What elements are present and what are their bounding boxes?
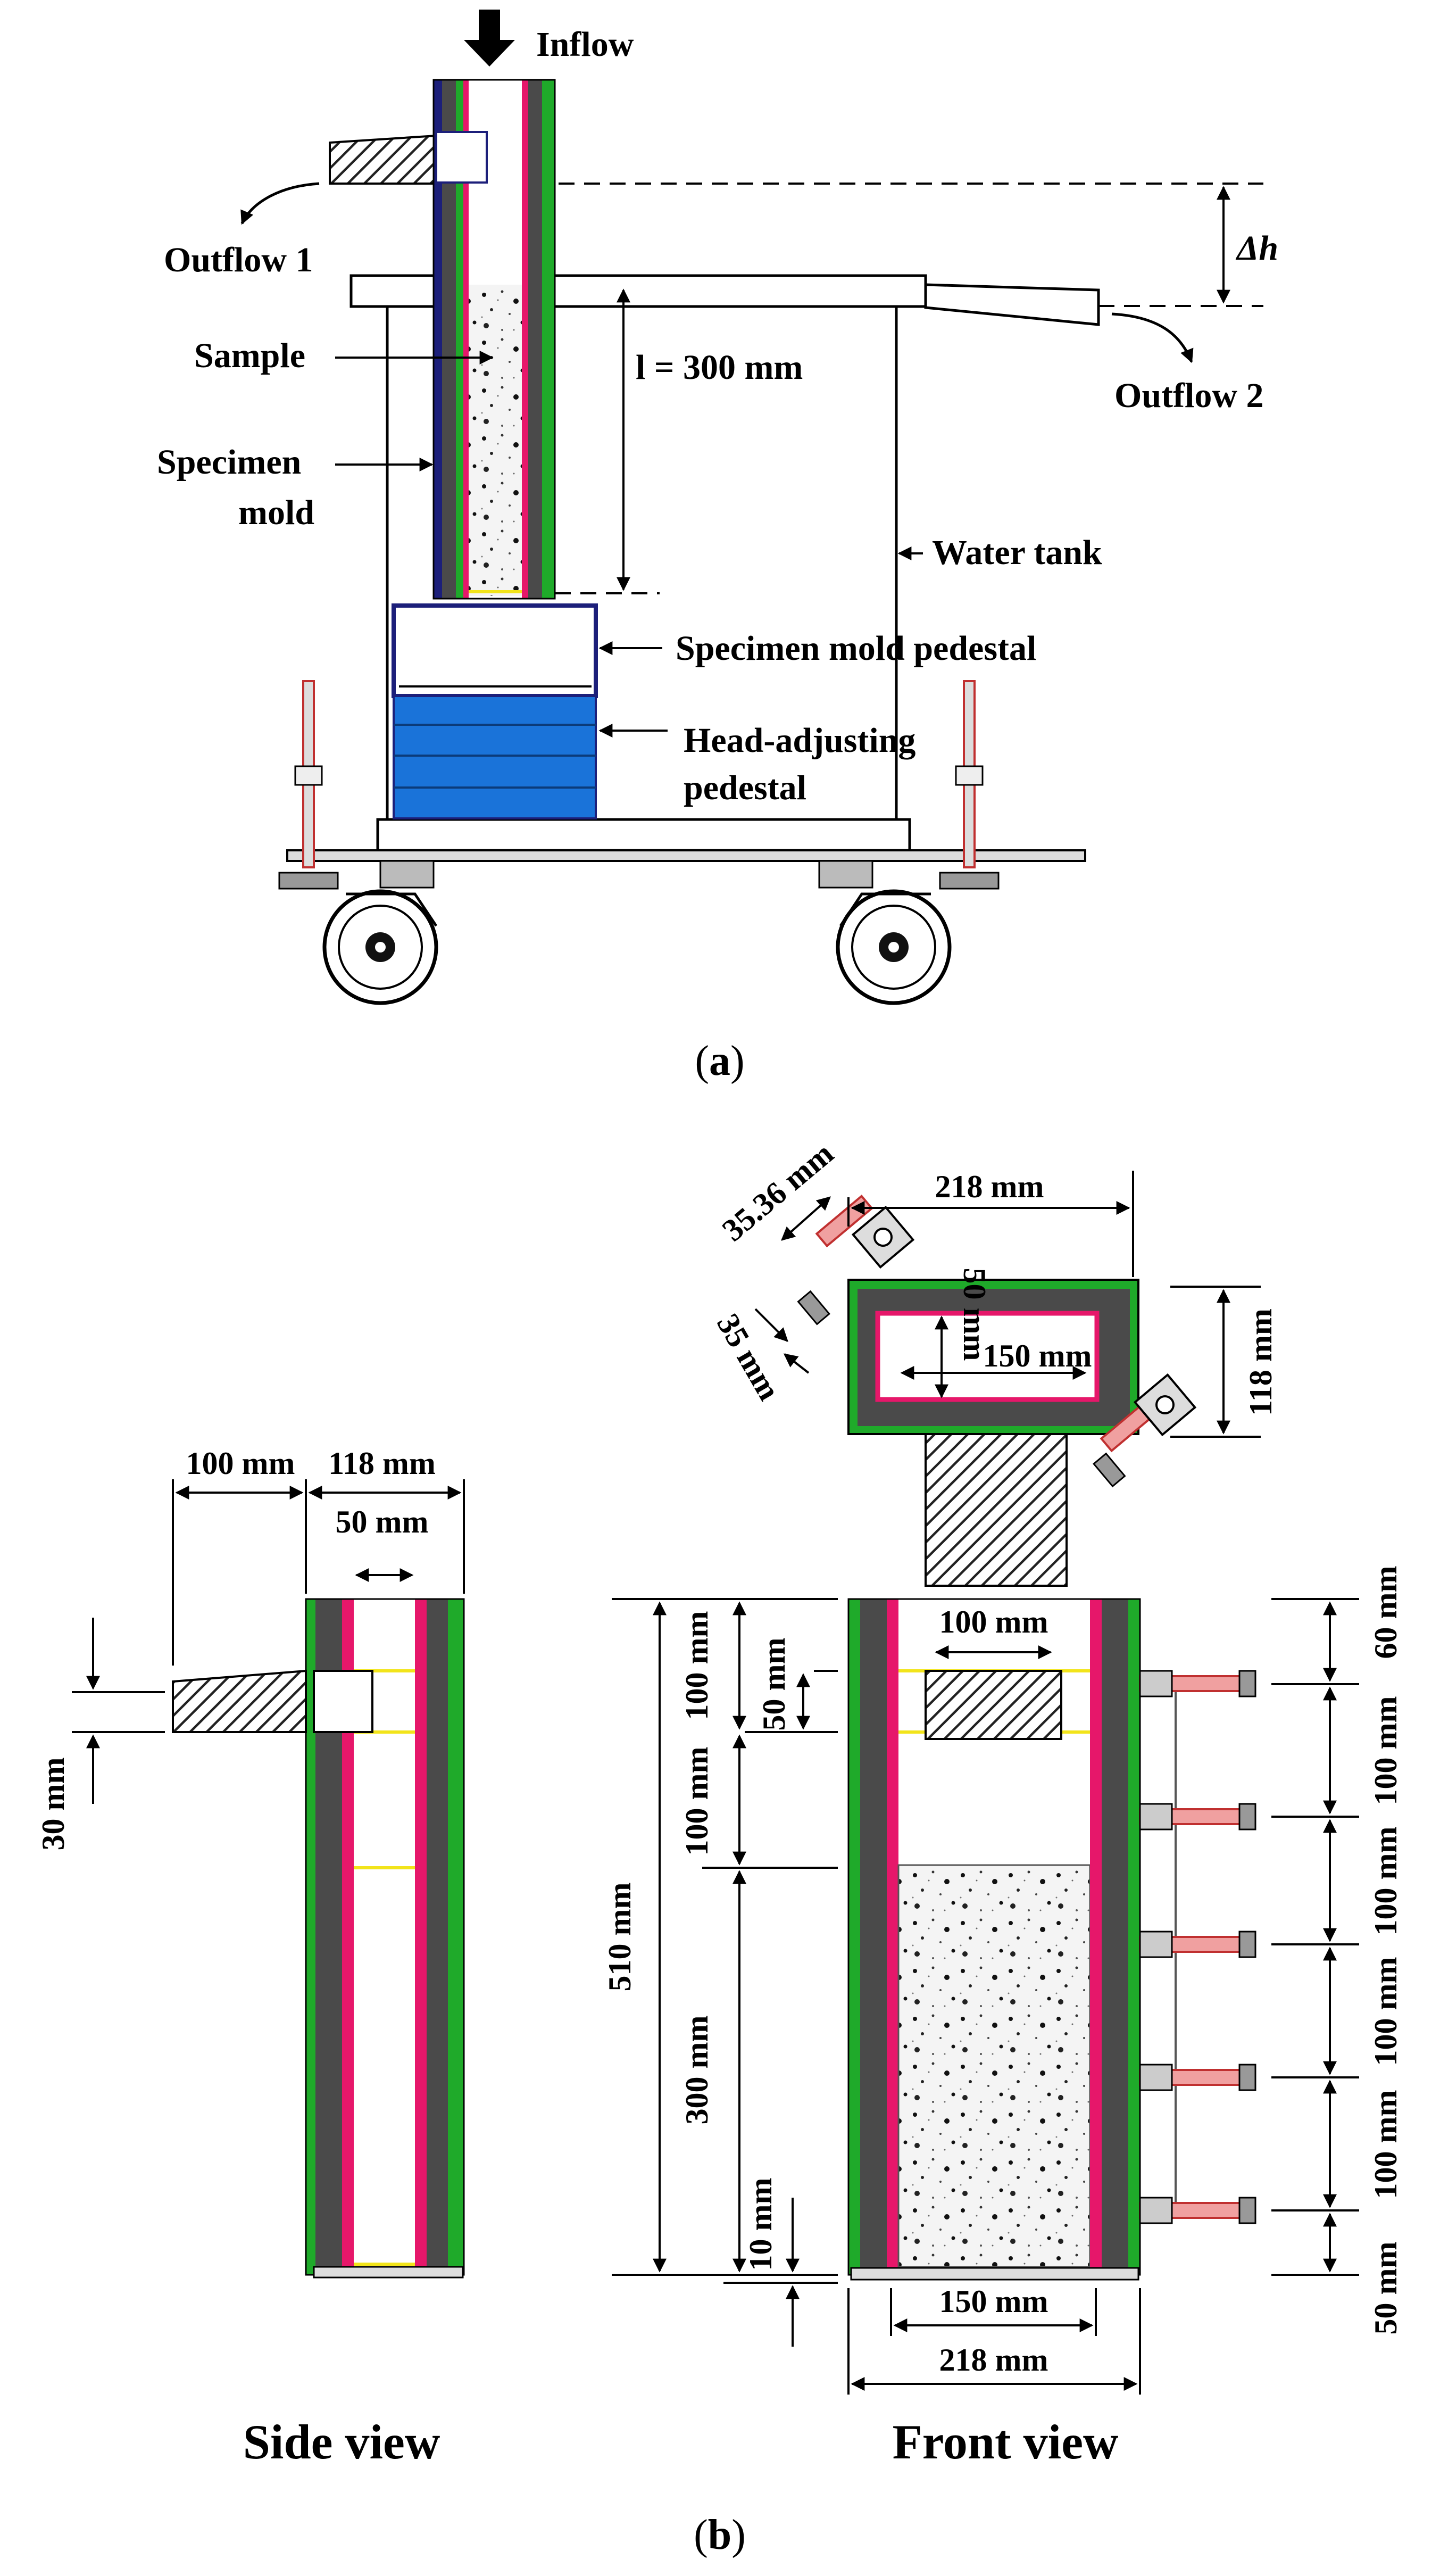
front-right-100d-label: 100 mm <box>1368 2090 1403 2199</box>
panel-a: Inflow <box>157 10 1278 1084</box>
specimen-mold-label-1: Specimen <box>157 443 301 482</box>
side-50-label: 50 mm <box>336 1504 429 1539</box>
front-inner-100-label: 100 mm <box>939 1604 1048 1639</box>
top-view-rod-right <box>1093 1373 1197 1488</box>
top-218-label: 218 mm <box>935 1169 1044 1204</box>
top-150-label: 150 mm <box>983 1338 1092 1373</box>
front-left-100a-label: 100 mm <box>679 1611 714 1720</box>
specimen-mold-tube <box>432 79 556 600</box>
panel-a-caption: (a) <box>695 1038 744 1084</box>
inflow-label: Inflow <box>536 25 634 64</box>
water-tank-label: Water tank <box>932 533 1102 572</box>
front-right-100a-label: 100 mm <box>1368 1696 1403 1805</box>
top-118-label: 118 mm <box>1243 1308 1278 1416</box>
mold-pedestal <box>392 603 598 698</box>
caster-wheel-right <box>818 860 952 1005</box>
front-bottom-150-label: 150 mm <box>939 2284 1048 2319</box>
tap-1 <box>1139 1670 1256 1697</box>
front-view: 100 mm 510 mm 100 mm 50 mm 100 mm 300 mm… <box>602 1566 1403 2469</box>
head-adjusting-pedestal <box>393 695 597 819</box>
front-right-60-label: 60 mm <box>1368 1566 1403 1659</box>
side-118-label: 118 mm <box>328 1446 436 1481</box>
leveling-foot-left <box>278 680 339 890</box>
front-right-100c-label: 100 mm <box>1368 1957 1403 2066</box>
front-left-300-label: 300 mm <box>679 2016 714 2125</box>
outflow1-label: Outflow 1 <box>164 241 313 279</box>
inflow-arrow-icon <box>464 10 515 67</box>
top-view: 218 mm 118 mm 150 mm 50 mm 35.36 mm 35 m… <box>710 1136 1278 1587</box>
side-view-title: Side view <box>243 2415 440 2469</box>
sample-label: Sample <box>194 336 305 375</box>
tap-3 <box>1139 1931 1256 1958</box>
side-view: 100 mm 118 mm 50 mm 30 mm Side view <box>36 1446 465 2469</box>
top-35-label: 35 mm <box>710 1308 787 1406</box>
tap-2 <box>1139 1803 1256 1830</box>
front-left-100b-label: 100 mm <box>679 1747 714 1856</box>
front-left-50-label: 50 mm <box>756 1638 792 1731</box>
front-sample-core <box>897 1864 1091 2268</box>
side-30-label: 30 mm <box>36 1758 71 1851</box>
front-right-50-label: 50 mm <box>1368 2242 1403 2335</box>
front-view-title: Front view <box>892 2415 1118 2469</box>
front-bottom-218-label: 218 mm <box>939 2342 1048 2378</box>
panel-b-caption: (b) <box>694 2512 746 2558</box>
head-pedestal-label-1: Head-adjusting <box>684 721 915 760</box>
front-right-100b-label: 100 mm <box>1368 1827 1403 1936</box>
top-50-label: 50 mm <box>957 1268 992 1361</box>
delta-h-label: Δh <box>1235 229 1278 268</box>
outflow1-weir <box>329 134 437 185</box>
length-label: l = 300 mm <box>636 348 803 387</box>
outflow2-label: Outflow 2 <box>1114 376 1264 415</box>
head-pedestal-label-2: pedestal <box>684 768 806 807</box>
side-100-label: 100 mm <box>186 1446 295 1481</box>
leveling-foot-right <box>939 680 1000 890</box>
specimen-mold-label-2: mold <box>238 493 314 532</box>
tap-4 <box>1139 2064 1256 2091</box>
tap-5 <box>1139 2197 1256 2224</box>
water-tank <box>286 274 1100 862</box>
caster-wheel-left <box>322 860 438 1005</box>
front-510-label: 510 mm <box>602 1883 637 1992</box>
mold-pedestal-label: Specimen mold pedestal <box>676 629 1036 668</box>
sample-core <box>469 285 522 596</box>
front-left-10-label: 10 mm <box>743 2178 778 2271</box>
